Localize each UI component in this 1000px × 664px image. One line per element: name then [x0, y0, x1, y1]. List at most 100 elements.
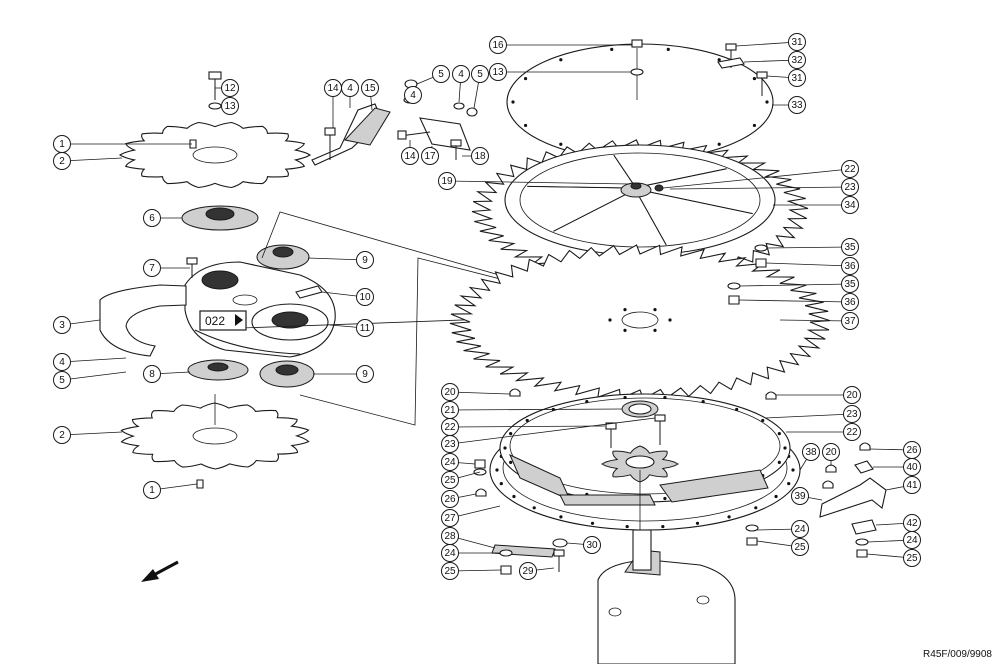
part-callout: 25	[441, 471, 459, 489]
part-callout: 19	[438, 172, 456, 190]
callout-circle	[53, 371, 71, 389]
bolt-31b-head	[756, 71, 768, 79]
mounting-hole	[523, 123, 528, 128]
mounting-hole	[701, 400, 705, 404]
washer-24b	[499, 549, 513, 557]
clip-42	[851, 519, 877, 535]
nut-36b	[728, 295, 740, 305]
part-callout: 30	[583, 536, 601, 554]
mounting-hole	[512, 494, 516, 499]
callout-circle	[841, 196, 859, 214]
leader-line	[449, 425, 606, 428]
nut-5b	[466, 107, 478, 117]
mounting-hole	[661, 524, 665, 529]
callout-label: 1	[59, 139, 65, 150]
leader-line	[307, 257, 366, 261]
callout-circle	[822, 443, 840, 461]
mounting-hole	[503, 446, 507, 450]
callout-label: 13	[224, 101, 236, 112]
part-callout: 29	[519, 562, 537, 580]
bolt-31a-head	[725, 43, 737, 51]
bolt-head	[208, 71, 222, 80]
disc-lower-hub-hole	[192, 427, 238, 445]
callout-label: 23	[444, 439, 456, 450]
callout-circle	[841, 178, 859, 196]
part-callout: 42	[903, 514, 921, 532]
callout-circle	[903, 476, 921, 494]
callout-circle	[788, 51, 806, 69]
part-callout: 33	[788, 96, 806, 114]
mounting-hole	[499, 482, 503, 486]
mounting-hole	[623, 308, 627, 312]
mounting-hole	[523, 76, 528, 81]
housing-lower-edge	[194, 329, 301, 355]
part-callout: 9	[356, 251, 374, 269]
part-callout: 17	[421, 147, 439, 165]
bearing-lower-center	[275, 364, 299, 376]
callout-circle	[788, 96, 806, 114]
gearbox-bolt-a	[608, 607, 622, 617]
callout-label: 4	[59, 357, 65, 368]
washer-35a	[754, 244, 768, 252]
gearbox-body	[597, 559, 736, 664]
callout-circle	[452, 65, 470, 83]
leader-line	[449, 417, 656, 445]
callout-circle	[432, 65, 450, 83]
callout-circle	[791, 487, 809, 505]
part-callout: 9	[356, 365, 374, 383]
leader-line	[669, 186, 851, 190]
callout-circle	[843, 405, 861, 423]
callout-label: 42	[906, 518, 918, 529]
callout-circle	[221, 79, 239, 97]
part-callout: 13	[489, 63, 507, 81]
callout-circle	[841, 275, 859, 293]
callout-label: 24	[906, 535, 918, 546]
part-callout: 20	[441, 383, 459, 401]
part-callout: 5	[53, 371, 71, 389]
callout-label: 5	[59, 375, 65, 386]
reference-tag-label: 022	[205, 314, 225, 328]
drum-spoke-edge	[553, 194, 626, 232]
mounting-hole	[791, 468, 795, 472]
part-callout: 26	[441, 490, 459, 508]
callout-label: 39	[794, 491, 806, 502]
part-callout: 36	[841, 257, 859, 275]
mounting-hole	[787, 482, 791, 486]
support-arm-right	[659, 469, 769, 503]
part-callout: 5	[471, 65, 489, 83]
callout-circle	[841, 257, 859, 275]
nut-36a	[755, 258, 767, 268]
part-callout: 20	[822, 443, 840, 461]
callout-label: 5	[477, 69, 483, 80]
mounting-hole	[727, 515, 731, 519]
part-callout: 24	[791, 520, 809, 538]
bolt-26a	[475, 488, 487, 497]
callout-label: 17	[424, 151, 436, 162]
part-callout: 23	[441, 435, 459, 453]
callout-label: 29	[522, 566, 534, 577]
callout-circle	[441, 562, 459, 580]
callout-label: 35	[844, 279, 856, 290]
callout-label: 11	[360, 323, 371, 334]
bolt-18-head	[450, 139, 462, 147]
hub-center	[625, 455, 655, 469]
part-callout: 13	[221, 97, 239, 115]
washer-24c	[855, 538, 869, 546]
part-callout: 7	[143, 259, 161, 277]
callout-circle	[441, 453, 459, 471]
part-callout: 14	[324, 79, 342, 97]
callout-label: 26	[444, 494, 456, 505]
part-callout: 40	[903, 458, 921, 476]
part-callout: 2	[53, 152, 71, 170]
part-callout: 37	[841, 312, 859, 330]
callout-circle	[53, 353, 71, 371]
callout-circle	[361, 79, 379, 97]
callout-label: 27	[444, 513, 456, 524]
callout-circle	[841, 293, 859, 311]
star-disc-upper	[118, 121, 312, 189]
mounting-hole	[608, 318, 612, 322]
callout-label: 24	[444, 457, 456, 468]
part-callout: 27	[441, 509, 459, 527]
clip-32	[717, 57, 745, 69]
